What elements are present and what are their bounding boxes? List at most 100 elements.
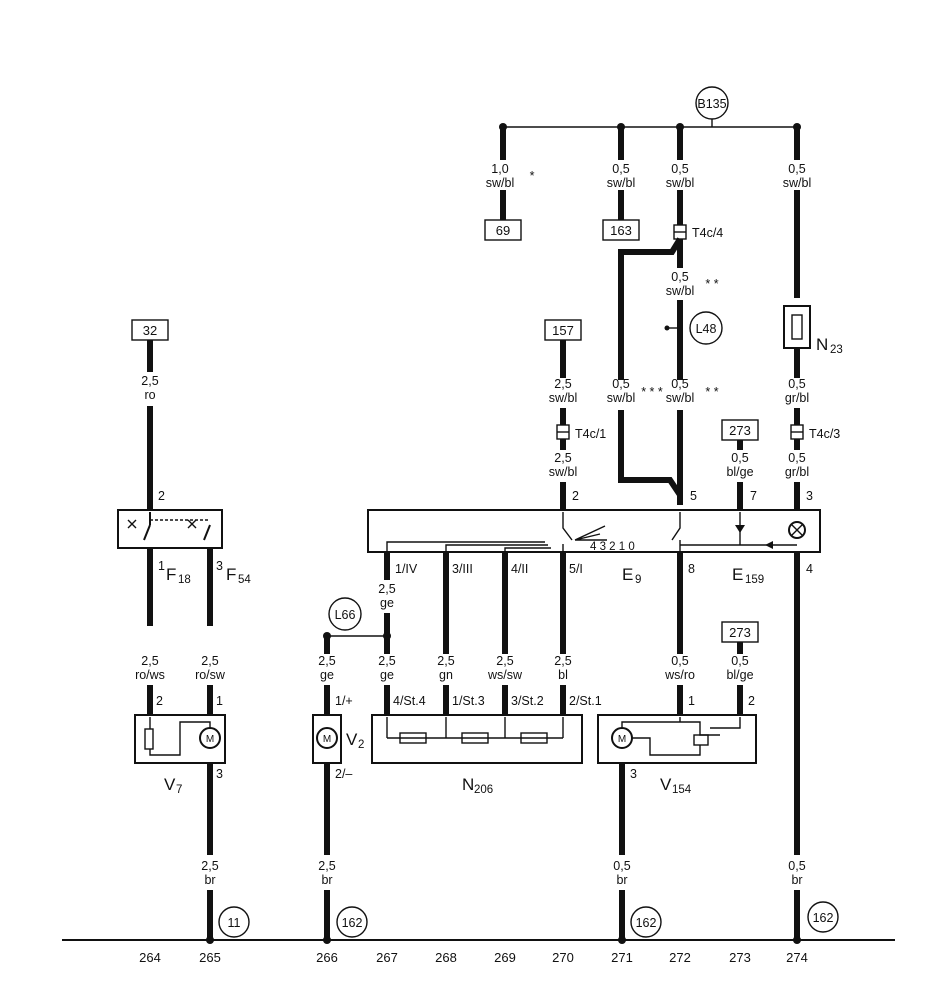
splice-l66 [328,597,362,631]
wire-label: 2,5 [141,654,158,668]
wire-label: 1,0 [491,162,508,176]
ref-box-69 [484,219,522,241]
ref-label: 157 [552,323,574,338]
pin-label: 5 [690,489,697,503]
junction-dot [664,325,670,331]
junction-dot [206,936,214,944]
component-subscript: 7 [176,784,182,796]
internal-line [386,717,564,738]
column-number: 270 [552,950,574,965]
component-subscript: 154 [672,784,692,796]
column-number: 271 [611,950,633,965]
wire-label: ws/sw [487,668,523,682]
wire-branch [618,410,683,497]
motor-icon-label: M [323,734,331,745]
wire-label: sw/bl [549,391,577,405]
pin-label: 3 [630,767,637,781]
wire-label: ro/ws [135,668,165,682]
fan-switch-fingers [574,525,607,541]
ref-label: 69 [496,223,510,238]
internal-line [621,717,741,756]
wire-label: 2,5 [378,654,395,668]
column-number: 274 [786,950,808,965]
wire-label: sw/bl [607,391,635,405]
ground-point-162 [336,906,368,938]
wire-label: ge [380,668,394,682]
wire-label: 0,5 [731,654,748,668]
wire-label: sw/bl [666,284,694,298]
switch-internal [386,541,564,552]
resistor-n23 [783,305,811,349]
wire-label: 0,5 [612,162,629,176]
wire-label: 0,5 [671,654,688,668]
resistor-icon [399,732,427,744]
wire-label: 0,5 [612,377,629,391]
led-icon [765,541,773,549]
splice-label: L66 [335,608,356,622]
component-box-e9-e159 [367,509,821,553]
junction-dot [793,936,801,944]
junction-dot [323,936,331,944]
wire-label: ge [320,668,334,682]
motor-icon-label: M [618,734,626,745]
wire-label: sw/bl [783,176,811,190]
component-label: F [166,565,176,584]
component-subscript: 54 [238,574,251,586]
wire-label: gn [439,668,453,682]
switch-blade [203,524,211,541]
motor-icon [316,727,338,749]
pin-label: 7 [750,489,757,503]
e9-switch [671,512,681,552]
wire-label: br [616,873,627,887]
ground-label: 162 [342,916,363,930]
column-number: 273 [729,950,751,965]
ground-point-162 [630,906,662,938]
wire-label: 2,5 [437,654,454,668]
wire-label: gr/bl [785,391,809,405]
pin-label: 2/– [335,767,352,781]
wire-label: ro [144,388,155,402]
component-label: E [622,565,633,584]
ref-label: 32 [143,323,157,338]
wire-label: 0,5 [671,162,688,176]
pin-label: 2 [158,489,165,503]
pin-label: 1/+ [335,694,353,708]
resistor-icon [461,732,489,744]
component-subscript: 18 [178,574,191,586]
wire-label: 0,5 [788,162,805,176]
wire-label: 2,5 [378,582,395,596]
wire-label: 0,5 [788,451,805,465]
wire-label: br [204,873,215,887]
ref-label: 273 [729,625,751,640]
thermal-icon [187,519,197,529]
pin-label: 3 [216,767,223,781]
component-label: N [462,775,474,794]
lamp-filament [790,523,804,537]
column-number: 266 [316,950,338,965]
wire-label: 2,5 [554,451,571,465]
wire-label: 0,5 [671,270,688,284]
star-marker: * * [705,277,718,291]
column-numbers: 264 265 266 267 268 269 270 271 272 273 … [139,950,808,965]
pin-label: 2 [156,694,163,708]
wire-label: 2,5 [201,859,218,873]
component-label: E [732,565,743,584]
column-number: 264 [139,950,161,965]
star-marker: * * [705,385,718,399]
component-label: N [816,335,828,354]
component-label: F [226,565,236,584]
wire-label: 2,5 [141,374,158,388]
motor-box-v7 [134,714,226,764]
pin-label: 1 [158,559,165,573]
wire-label: sw/bl [666,176,694,190]
pin-label: 4 [806,562,813,576]
component-label: V [660,775,672,794]
wire-label: sw/bl [666,391,694,405]
star-marker: * * * [641,385,663,399]
pin-label: 5/I [569,562,583,576]
wire-label: ws/ro [664,668,695,682]
wire-label: bl/ge [726,668,753,682]
wire-label: br [791,873,802,887]
wire-label: 2,5 [554,654,571,668]
